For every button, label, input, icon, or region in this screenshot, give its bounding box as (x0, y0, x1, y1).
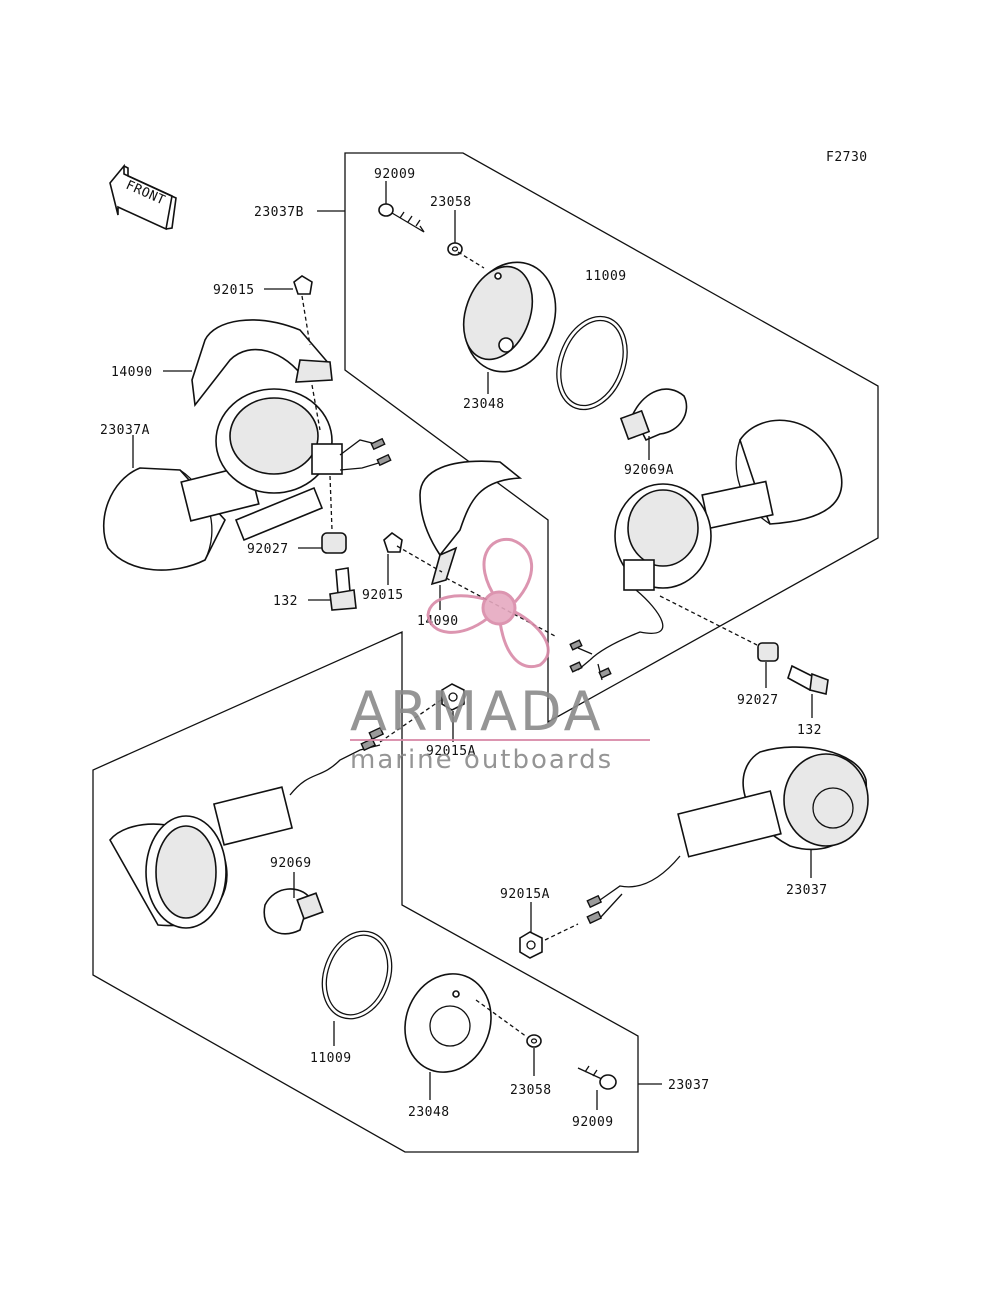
label-14090-mid: 14090 (417, 614, 459, 629)
assembly-box-lower (92, 630, 639, 1153)
figure-code: F2730 (826, 150, 868, 165)
label-92069: 92069 (270, 856, 312, 871)
label-23048-upper: 23048 (463, 397, 505, 412)
label-132-left: 132 (273, 594, 298, 609)
screw-92009-upper (378, 203, 425, 233)
assembly-box-upper (344, 152, 879, 724)
label-92009-low: 92009 (572, 1115, 614, 1130)
watermark: ARMADA marine outboards (350, 537, 650, 775)
nut-92015a-low (519, 931, 543, 959)
nut-92015-top (293, 275, 313, 295)
leader-lines (132, 181, 813, 1110)
watermark-brand: ARMADA (350, 680, 604, 743)
turn-signal-left-rear (109, 726, 385, 929)
turn-signal-left-front (102, 388, 392, 571)
label-92027-left: 92027 (247, 542, 289, 557)
bushing-92027-right (757, 642, 779, 662)
label-14090-left: 14090 (111, 365, 153, 380)
lens-23048-low (404, 973, 492, 1073)
bolt-132-left (329, 567, 357, 611)
label-92015-mid: 92015 (362, 588, 404, 603)
label-11009-upper: 11009 (585, 269, 627, 284)
label-92015a-low: 92015A (500, 887, 550, 902)
bulb-92069 (263, 888, 324, 935)
turn-signal-right-rear (586, 746, 869, 925)
label-11009-low: 11009 (310, 1051, 352, 1066)
washer-23058-low (526, 1034, 542, 1048)
part-labels: 23037B 92009 23058 11009 23048 92069A 92… (100, 167, 828, 1130)
label-92009-upper: 92009 (374, 167, 416, 182)
gasket-11009-upper (556, 315, 628, 411)
clamp-14090-left (191, 319, 333, 408)
label-23037b: 23037B (254, 205, 304, 220)
label-23037-right: 23037 (786, 883, 828, 898)
label-132-right: 132 (797, 723, 822, 738)
label-92027-right: 92027 (737, 693, 779, 708)
label-23037a: 23037A (100, 423, 150, 438)
bolt-132-right (787, 664, 829, 695)
watermark-tagline: marine outboards (350, 745, 613, 775)
turn-signal-right-front (569, 419, 843, 681)
clamp-14090-mid (419, 460, 523, 586)
screw-92009-low (577, 1065, 617, 1090)
front-arrow-icon: FRONT (109, 163, 177, 231)
propeller-logo-icon (426, 537, 550, 668)
label-92069a: 92069A (624, 463, 674, 478)
bulb-92069a (619, 388, 688, 442)
gasket-11009-low (321, 930, 393, 1020)
label-23048-low: 23048 (408, 1105, 450, 1120)
label-92015-upper: 92015 (213, 283, 255, 298)
label-23058-low: 23058 (510, 1083, 552, 1098)
label-23037-low: 23037 (668, 1078, 710, 1093)
label-92015a-mid: 92015A (426, 744, 476, 759)
label-23058-upper: 23058 (430, 195, 472, 210)
nut-92015-mid (383, 531, 403, 553)
bushing-92027-left (321, 532, 347, 554)
nut-92015a-mid (441, 683, 465, 711)
lens-23048-upper (462, 261, 557, 373)
